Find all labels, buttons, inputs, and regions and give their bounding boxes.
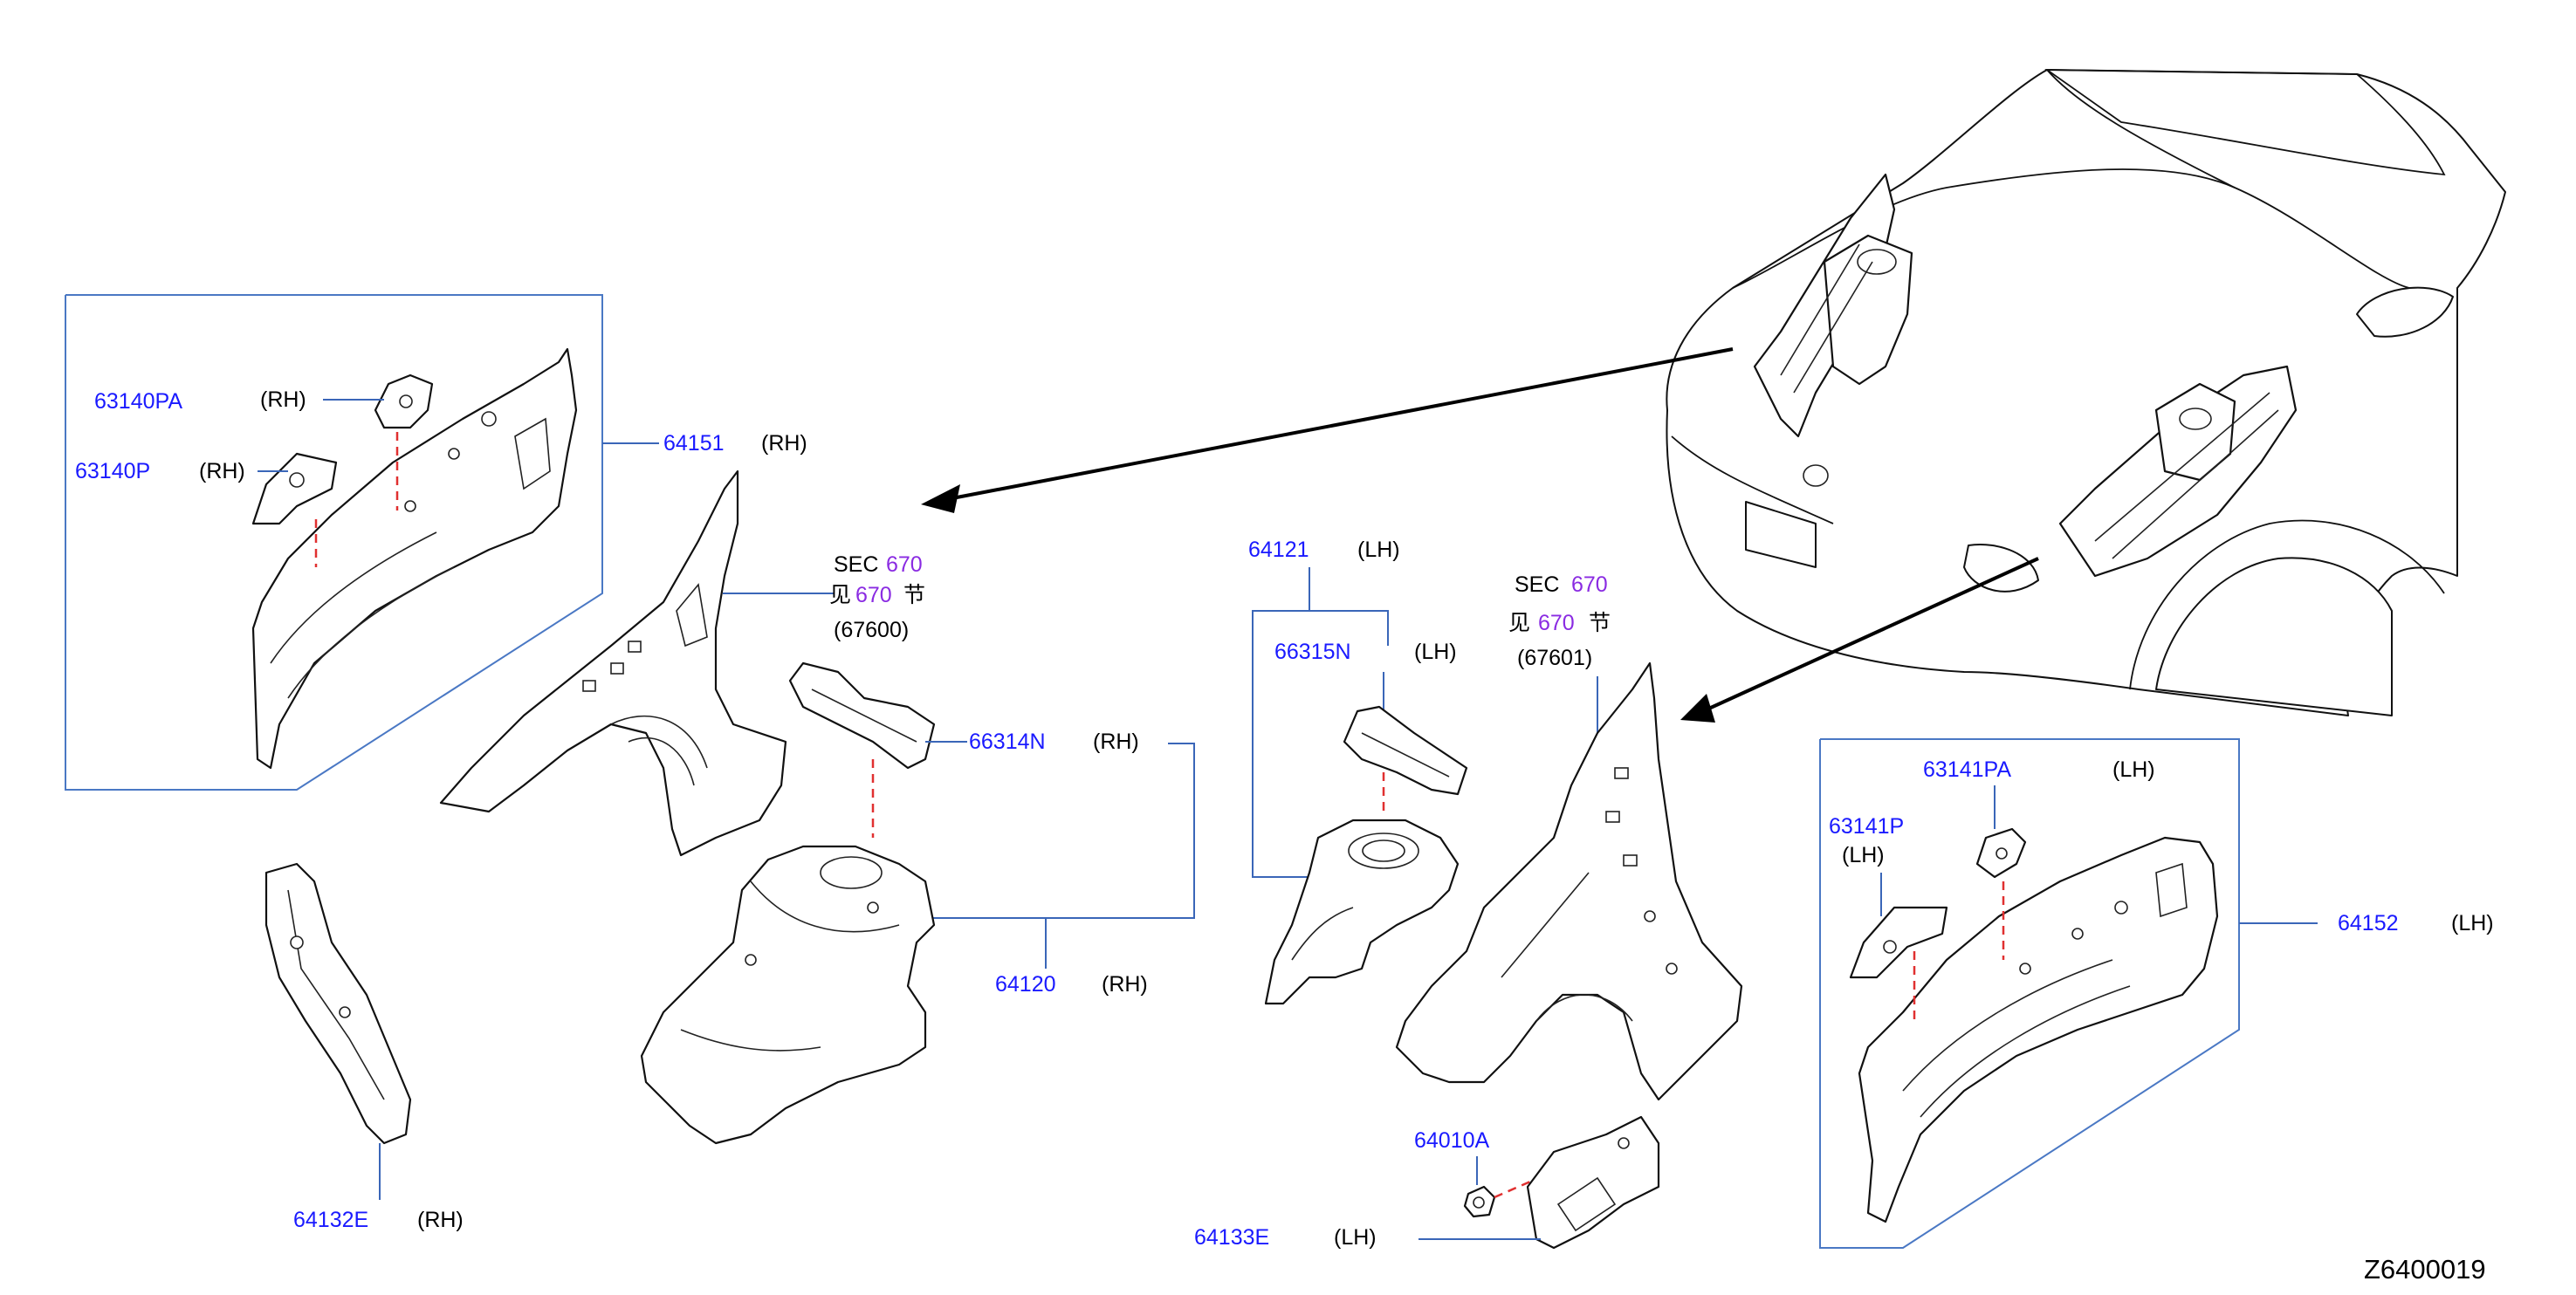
label-64121: 64121 (1248, 538, 1309, 562)
part-63140P-bracket-rh (251, 452, 338, 525)
sec-ref-1-number: 670 (886, 552, 923, 577)
label-66314N: 66314N (969, 730, 1046, 754)
label-66315N-side: (LH) (1414, 640, 1457, 664)
part-66315N-bracket-lh (1343, 705, 1468, 796)
part-63141P-bracket-lh (1849, 906, 1948, 979)
sec-ref-2-code: (67601) (1517, 646, 1592, 670)
vehicle-strut-right (2058, 365, 2298, 578)
label-63140PA-side: (RH) (260, 387, 306, 412)
leader-64121-b (1309, 610, 1389, 646)
sec-ref-1-label: SEC (834, 552, 878, 577)
part-64010A-bolt (1463, 1185, 1496, 1218)
part-63141PA-bracket-lh (1975, 827, 2027, 879)
label-64010A: 64010A (1414, 1128, 1490, 1153)
part-64132E-reinforcement-rh (264, 862, 412, 1145)
label-64151: 64151 (663, 431, 725, 456)
label-63141PA: 63141PA (1923, 757, 2011, 782)
label-64152-side: (LH) (2451, 911, 2494, 935)
leader-64121 (1252, 567, 1310, 878)
vehicle-strut-left (1753, 173, 1913, 438)
callout-arrow-rh (933, 347, 1734, 504)
label-64133E-side: (LH) (1334, 1225, 1377, 1250)
label-63141P-side: (LH) (1842, 843, 1885, 867)
sec-ref-2-cn-number: 670 (1538, 611, 1575, 635)
sec-ref-2-label: SEC (1515, 572, 1559, 597)
arrowhead-lh-icon (1680, 694, 1715, 723)
label-63140PA: 63140PA (94, 389, 182, 414)
frame-64151 (65, 294, 603, 791)
label-64132E: 64132E (293, 1208, 368, 1232)
sec-ref-2-cn-pre: 见 (1508, 611, 1530, 635)
label-64132E-side: (RH) (417, 1208, 464, 1232)
part-64133E-reinforcement-lh (1526, 1115, 1660, 1250)
leader-64120-bracket (912, 743, 1195, 919)
label-63141P: 63141P (1829, 814, 1904, 839)
callout-arrow-lh (1693, 557, 2039, 717)
diagram-code: Z6400019 (2364, 1254, 2486, 1285)
sec-ref-1-cn-post: 节 (903, 583, 925, 607)
label-64151-side: (RH) (761, 431, 807, 456)
label-64121-side: (LH) (1357, 538, 1400, 562)
label-63140P-side: (RH) (199, 459, 245, 483)
sec-ref-1-cn-number: 670 (855, 583, 892, 607)
label-64120: 64120 (995, 972, 1056, 997)
label-66315N: 66315N (1274, 640, 1351, 664)
part-64151-housing-center (439, 469, 787, 857)
label-64120-side: (RH) (1102, 972, 1148, 997)
sec-ref-1-cn-pre: 见 (829, 583, 851, 607)
sec-ref-2-cn-post: 节 (1589, 611, 1611, 635)
part-64121-apron-lh (1264, 819, 1460, 1005)
sec-ref-2-number: 670 (1571, 572, 1608, 597)
label-63141PA-side: (LH) (2112, 757, 2155, 782)
label-66314N-side: (RH) (1093, 730, 1139, 754)
vehicle-overview-illustration (1666, 69, 2506, 716)
part-64152-housing-rear-lh (1858, 836, 2219, 1223)
frame-64152 (1819, 738, 2240, 1249)
part-64120-apron-rh (640, 845, 936, 1145)
label-64133E: 64133E (1194, 1225, 1269, 1250)
label-63140P: 63140P (75, 459, 150, 483)
part-66314N-bracket-rh (788, 661, 936, 770)
arrowhead-rh-icon (921, 484, 960, 513)
assembly-line-64010A (1494, 1168, 1559, 1199)
part-63140PA-bracket-rh (374, 373, 434, 429)
part-housing-center-lh (1395, 661, 1743, 1101)
part-64151-housing-front-rh (251, 347, 578, 770)
label-64152: 64152 (2338, 911, 2399, 935)
sec-ref-1-code: (67600) (834, 618, 909, 642)
